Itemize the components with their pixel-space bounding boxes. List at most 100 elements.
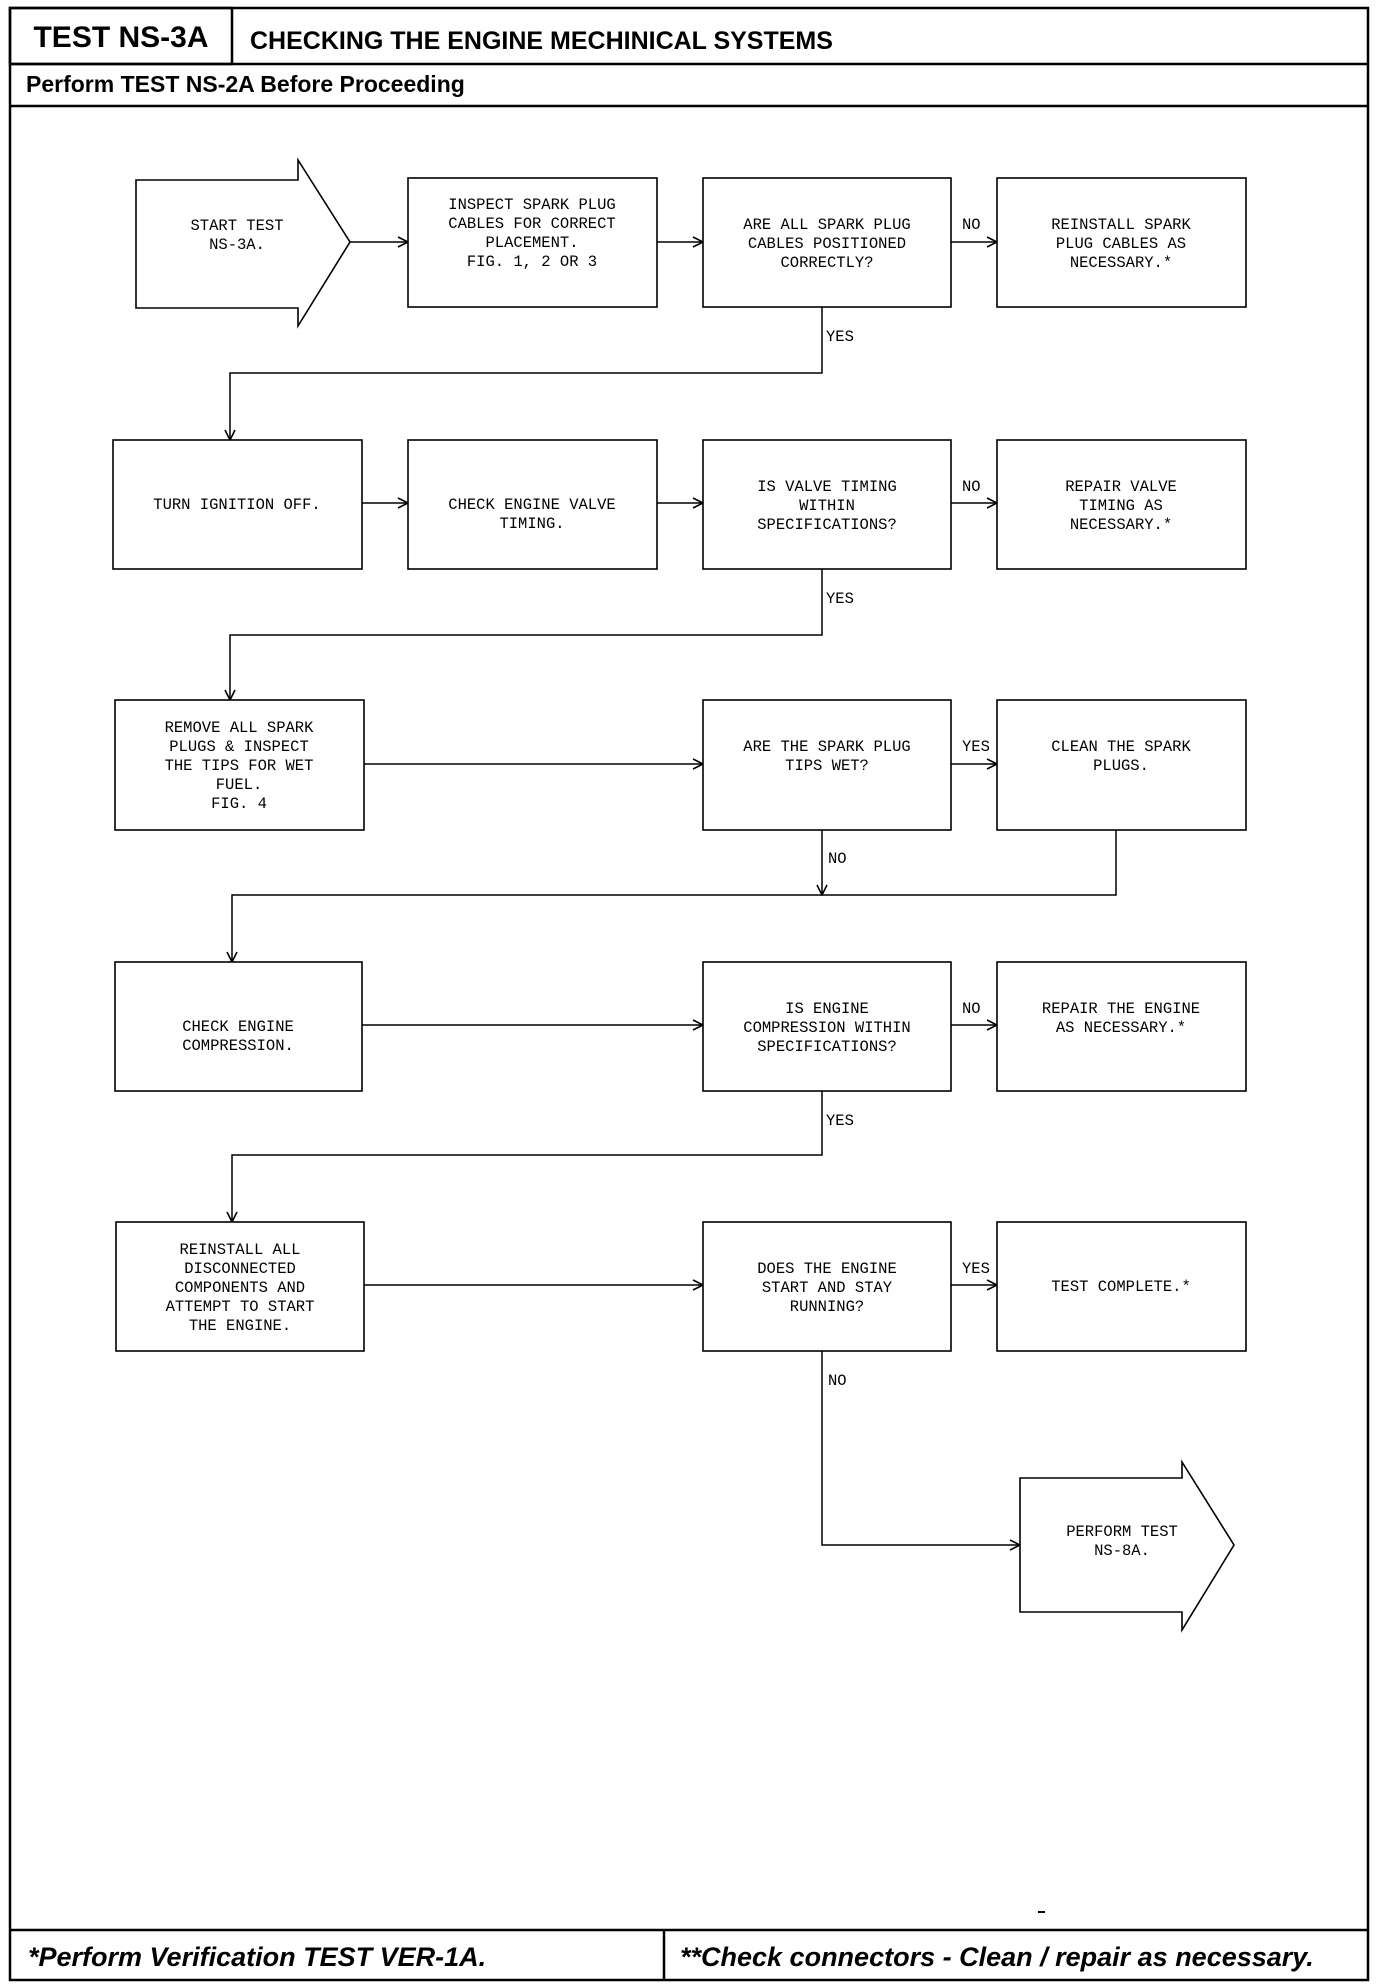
repair-timing-text-line: REPAIR VALVE bbox=[1065, 478, 1177, 496]
remove-plugs-text-line: THE TIPS FOR WET bbox=[165, 757, 314, 775]
label-start-yes: YES bbox=[962, 1260, 990, 1278]
inspect-cables-text-line: FIG. 1, 2 OR 3 bbox=[467, 253, 597, 271]
cables-question-text-line: ARE ALL SPARK PLUG bbox=[743, 216, 910, 234]
label-compression-yes: YES bbox=[826, 1112, 854, 1130]
label-timing-no: NO bbox=[962, 478, 981, 496]
remove-plugs-text-line: FUEL. bbox=[216, 776, 263, 794]
page-title: CHECKING THE ENGINE MECHINICAL SYSTEMS bbox=[250, 27, 833, 55]
ignition-off-text: TURN IGNITION OFF. bbox=[153, 496, 320, 514]
inspect-cables-text-line: INSPECT SPARK PLUG bbox=[448, 196, 615, 214]
timing-question-text-line: WITHIN bbox=[799, 497, 855, 515]
start-question-text-line: DOES THE ENGINE bbox=[757, 1260, 897, 1278]
reinstall-cables-text-line: NECESSARY.* bbox=[1070, 254, 1172, 272]
check-timing-text-line: TIMING. bbox=[499, 515, 564, 533]
label-timing-yes: YES bbox=[826, 590, 854, 608]
timing-question-text-line: SPECIFICATIONS? bbox=[757, 516, 897, 534]
outer-frame bbox=[8, 6, 1370, 1982]
reinstall-cables-text-line: PLUG CABLES AS bbox=[1056, 235, 1186, 253]
start-question-box bbox=[702, 1221, 952, 1352]
cables-question-text-line: CORRECTLY? bbox=[780, 254, 873, 272]
reinstall-all-text-line: DISCONNECTED bbox=[184, 1260, 296, 1278]
inspect-cables-box bbox=[407, 177, 658, 308]
reinstall-all-box bbox=[115, 1221, 365, 1352]
remove-plugs-text-line: PLUGS & INSPECT bbox=[169, 738, 309, 756]
footer-right-note: **Check connectors - Clean / repair as n… bbox=[680, 1942, 1314, 1972]
timing-question-text-line: IS VALVE TIMING bbox=[757, 478, 897, 496]
connectors bbox=[230, 242, 1117, 1545]
reinstall-all-text-line: ATTEMPT TO START bbox=[166, 1298, 315, 1316]
remove-plugs-text-line: REMOVE ALL SPARK bbox=[165, 719, 315, 737]
label-wet-no: NO bbox=[828, 850, 847, 868]
repair-timing-text-line: TIMING AS bbox=[1079, 497, 1163, 515]
inspect-cables-text-line: PLACEMENT. bbox=[485, 234, 578, 252]
wet-question-box bbox=[702, 699, 952, 831]
test-complete-text-line: TEST COMPLETE.* bbox=[1051, 1278, 1191, 1296]
start-text-line: START TEST bbox=[190, 217, 283, 235]
repair-engine-text-line: AS NECESSARY.* bbox=[1056, 1019, 1186, 1037]
remove-plugs-box bbox=[114, 699, 365, 831]
compression-question-box bbox=[702, 961, 952, 1092]
inspect-cables-text-line: CABLES FOR CORRECT bbox=[448, 215, 615, 233]
check-timing-text-line: CHECK ENGINE VALVE bbox=[448, 496, 615, 514]
footer-left-note: *Perform Verification TEST VER-1A. bbox=[28, 1942, 486, 1972]
clean-plugs-box bbox=[996, 699, 1247, 831]
branch-labels: NO YES NO YES YES NO NO YES YES NO bbox=[826, 216, 990, 1390]
compression-question-text-line: COMPRESSION WITHIN bbox=[743, 1019, 910, 1037]
check-timing-box bbox=[407, 439, 658, 570]
label-compression-no: NO bbox=[962, 1000, 981, 1018]
reinstall-all-text-line: COMPONENTS AND bbox=[175, 1279, 305, 1297]
check-compression-box bbox=[114, 961, 363, 1092]
edge-compression-yes bbox=[232, 1091, 823, 1222]
wet-question-text-line: ARE THE SPARK PLUG bbox=[743, 738, 910, 756]
test-complete-text: TEST COMPLETE.* bbox=[1051, 1278, 1191, 1296]
timing-question-box bbox=[702, 439, 952, 570]
repair-timing-text-line: NECESSARY.* bbox=[1070, 516, 1172, 534]
perform-ns8a-text-line: NS-8A. bbox=[1094, 1542, 1150, 1560]
label-cables-yes: YES bbox=[826, 328, 854, 346]
label-start-no: NO bbox=[828, 1372, 847, 1390]
repair-engine-text-line: REPAIR THE ENGINE bbox=[1042, 1000, 1200, 1018]
start-terminal bbox=[135, 157, 351, 329]
repair-engine-box bbox=[996, 961, 1247, 1092]
compression-question-text-line: IS ENGINE bbox=[785, 1000, 869, 1018]
reinstall-all-text-line: REINSTALL ALL bbox=[180, 1241, 301, 1259]
reinstall-cables-text-line: REINSTALL SPARK bbox=[1051, 216, 1191, 234]
reinstall-cables-box bbox=[996, 177, 1247, 308]
check-compression-text-line: COMPRESSION. bbox=[182, 1037, 294, 1055]
perform-ns8a-text-line: PERFORM TEST bbox=[1066, 1523, 1178, 1541]
label-wet-yes: YES bbox=[962, 738, 990, 756]
label-cables-no: NO bbox=[962, 216, 981, 234]
edge-start-no bbox=[821, 1351, 1020, 1545]
cables-question-box bbox=[702, 177, 952, 308]
start-text-line: NS-3A. bbox=[209, 236, 265, 254]
clean-plugs-text-line: CLEAN THE SPARK bbox=[1051, 738, 1191, 756]
edge-timing-yes bbox=[230, 569, 823, 700]
page-subtitle: Perform TEST NS-2A Before Proceeding bbox=[26, 71, 465, 97]
cables-question-text-line: CABLES POSITIONED bbox=[748, 235, 906, 253]
edge-cables-yes bbox=[230, 307, 823, 440]
remove-plugs-text-line: FIG. 4 bbox=[211, 795, 267, 813]
reinstall-all-text-line: THE ENGINE. bbox=[189, 1317, 291, 1335]
start-question-text-line: START AND STAY bbox=[762, 1279, 893, 1297]
repair-timing-box bbox=[996, 439, 1247, 570]
test-complete-box bbox=[996, 1221, 1247, 1352]
compression-question-text-line: SPECIFICATIONS? bbox=[757, 1038, 897, 1056]
ignition-off-text-line: TURN IGNITION OFF. bbox=[153, 496, 320, 514]
